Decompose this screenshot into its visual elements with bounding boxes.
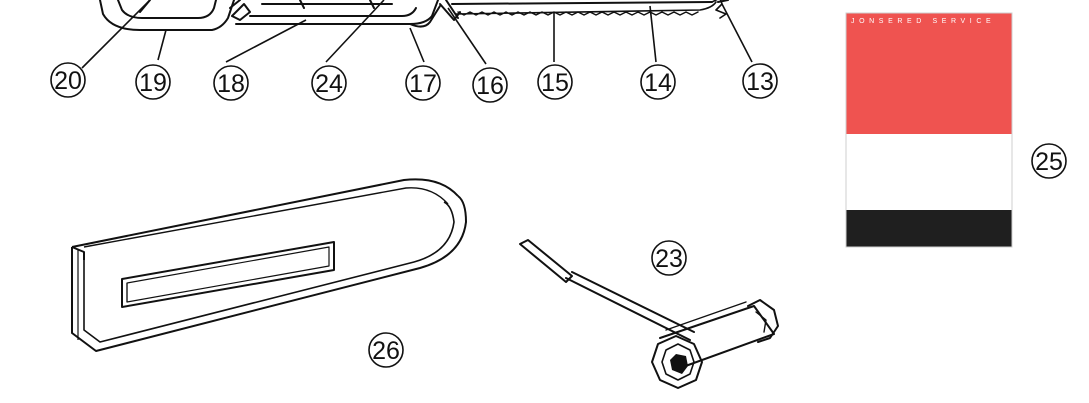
callout-16: 16	[472, 67, 508, 103]
callout-17-label: 17	[409, 70, 437, 98]
callout-16-label: 16	[476, 72, 504, 100]
callout-20: 20	[50, 62, 86, 98]
callout-18-label: 18	[217, 70, 245, 98]
chainsaw-bar-and-body-icon	[99, 0, 729, 31]
callout-24: 24	[311, 65, 347, 101]
callout-19-label: 19	[139, 69, 167, 97]
bar-guard-scabbard-icon	[71, 178, 467, 352]
manual-frame	[845, 12, 1013, 248]
callout-25: 25	[1031, 143, 1067, 179]
callout-18: 18	[213, 65, 249, 101]
manual-brand-text: JONSERED SERVICE	[851, 18, 995, 25]
callout-13-label: 13	[746, 68, 774, 96]
operators-manual: JONSERED SERVICE	[845, 12, 1013, 248]
callout-13: 13	[742, 63, 778, 99]
callout-25-label: 25	[1035, 148, 1063, 176]
callout-20-label: 20	[54, 67, 82, 95]
callout-14-label: 14	[644, 69, 672, 97]
manual-top-band	[846, 13, 1012, 134]
manual-middle-band	[846, 134, 1012, 210]
callout-15-label: 15	[541, 69, 569, 97]
combination-screwdriver-spanner-icon	[519, 239, 779, 389]
callout-23-label: 23	[655, 245, 683, 273]
callout-23: 23	[651, 240, 687, 276]
callout-14: 14	[640, 64, 676, 100]
callout-17: 17	[405, 65, 441, 101]
callout-24-label: 24	[315, 70, 343, 98]
callout-19: 19	[135, 64, 171, 100]
callout-26: 26	[368, 332, 404, 368]
leader-lines	[81, 0, 753, 69]
manual-bottom-band	[846, 210, 1012, 247]
callout-15: 15	[537, 64, 573, 100]
callout-26-label: 26	[372, 337, 400, 365]
